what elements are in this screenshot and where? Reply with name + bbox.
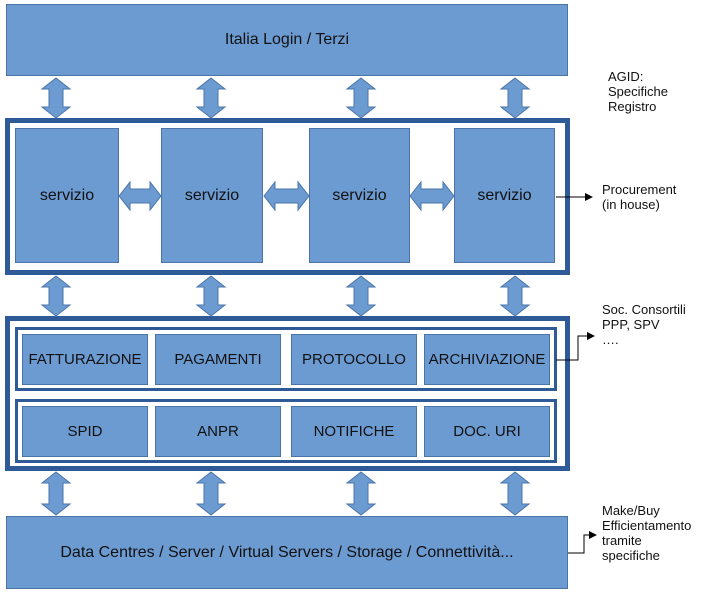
service-block-2: servizio [161, 128, 263, 263]
double-arrow-service-1-2 [118, 180, 162, 212]
service-block-3: servizio [309, 128, 410, 263]
double-arrow-top-2 [195, 77, 227, 119]
horizontal-arrows [118, 180, 455, 212]
module-spid: SPID [22, 406, 148, 457]
make-buy-note: Make/Buy Efficientamento tramite specifi… [602, 503, 692, 563]
module-spid-label: SPID [67, 423, 103, 440]
service-block-1: servizio [15, 128, 119, 263]
module-protocollo: PROTOCOLLO [291, 334, 417, 385]
double-arrow-top-3 [345, 77, 377, 119]
module-archiviazione: ARCHIVIAZIONE [424, 334, 550, 385]
procurement-note: Procurement (in house) [602, 182, 677, 212]
make-buy-connector [568, 531, 597, 554]
consortili-note: Soc. Consortili PPP, SPV …. [602, 302, 686, 347]
double-arrow-top-4 [499, 77, 531, 119]
module-protocollo-label: PROTOCOLLO [302, 351, 406, 368]
service-label-1: servizio [39, 186, 95, 204]
module-anpr-label: ANPR [197, 423, 239, 440]
double-arrow-bottom-3 [345, 471, 377, 516]
module-pagamenti-label: PAGAMENTI [174, 351, 262, 368]
module-doc-uri-label: DOC. URI [453, 423, 521, 440]
module-notifiche: NOTIFICHE [291, 406, 417, 457]
double-arrow-middle-4 [499, 275, 531, 317]
module-fatturazione: FATTURAZIONE [22, 334, 148, 385]
module-notifiche-label: NOTIFICHE [313, 423, 395, 440]
double-arrow-bottom-2 [195, 471, 227, 516]
module-fatturazione-label: FATTURAZIONE [28, 351, 142, 368]
module-pagamenti: PAGAMENTI [155, 334, 281, 385]
italia-login-bar: Italia Login / Terzi [6, 4, 568, 76]
double-arrow-service-3-4 [409, 180, 455, 212]
consortili-connector [556, 332, 595, 361]
service-label-2: servizio [184, 186, 240, 204]
module-anpr: ANPR [155, 406, 281, 457]
double-arrow-bottom-4 [499, 471, 531, 516]
service-label-3: servizio [332, 186, 387, 204]
double-arrow-middle-1 [40, 275, 72, 317]
module-archiviazione-label: ARCHIVIAZIONE [428, 351, 546, 368]
service-label-4: servizio [477, 186, 532, 204]
service-block-4: servizio [454, 128, 555, 263]
module-doc-uri: DOC. URI [424, 406, 550, 457]
double-arrow-top-1 [40, 77, 72, 119]
vertical-arrows [40, 77, 531, 516]
double-arrow-middle-2 [195, 275, 227, 317]
agid-note: AGID: Specifiche Registro [608, 69, 668, 114]
data-centres-bar: Data Centres / Server / Virtual Servers … [6, 516, 568, 589]
double-arrow-middle-3 [345, 275, 377, 317]
double-arrow-service-2-3 [263, 180, 310, 212]
double-arrow-bottom-1 [40, 471, 72, 516]
italia-login-label: Italia Login / Terzi [224, 31, 350, 48]
data-centres-label: Data Centres / Server / Virtual Servers … [60, 543, 514, 561]
